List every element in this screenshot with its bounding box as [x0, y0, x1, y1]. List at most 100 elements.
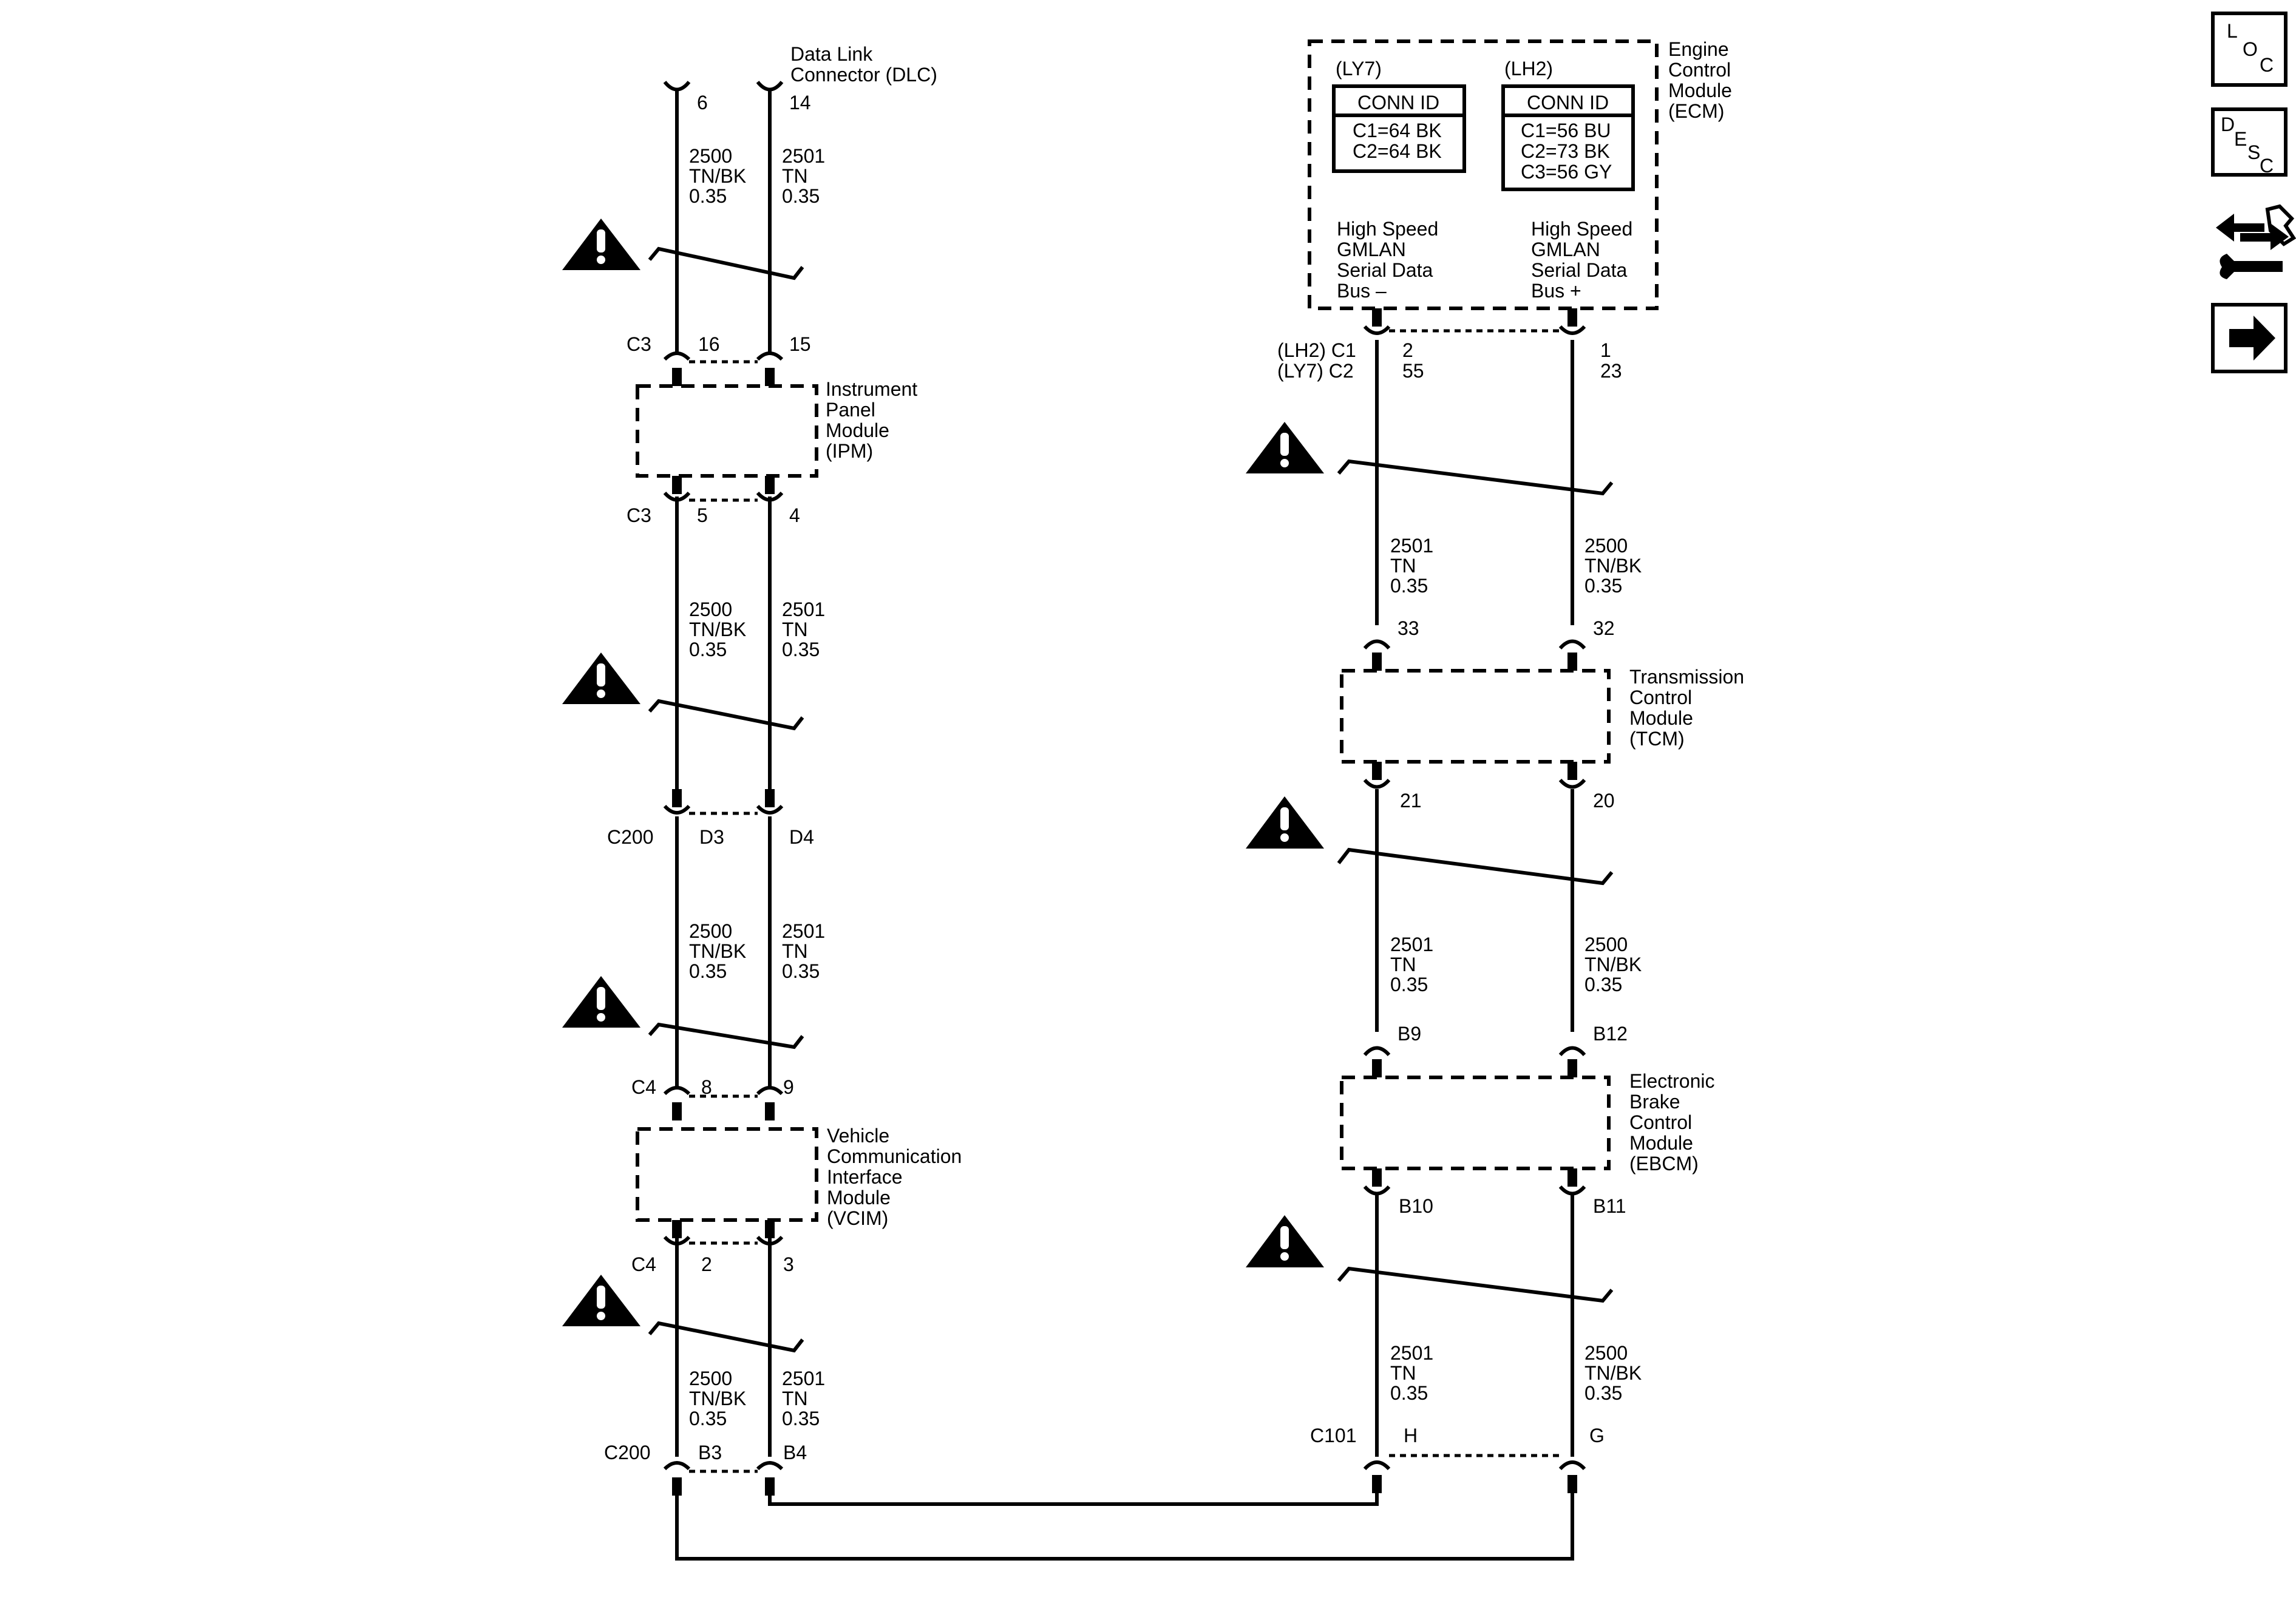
svg-text:C1=56 BU: C1=56 BU	[1521, 120, 1611, 141]
twisted-pair-marker	[648, 1022, 804, 1049]
svg-text:GMLAN: GMLAN	[1337, 239, 1406, 260]
twisted-pair-marker	[1337, 1266, 1614, 1303]
svg-text:C3: C3	[627, 333, 651, 355]
caution-icon	[562, 1275, 640, 1326]
svg-text:5: 5	[697, 504, 708, 526]
svg-text:4: 4	[789, 504, 800, 526]
svg-text:TN: TN	[1390, 555, 1416, 577]
svg-text:S: S	[2247, 141, 2260, 163]
svg-text:0.35: 0.35	[1390, 575, 1428, 597]
dlc-pin-6: 6	[697, 92, 708, 114]
connector-repair-icon[interactable]	[2216, 204, 2296, 279]
svg-text:TN: TN	[1390, 1362, 1416, 1384]
c200-bottom-connector: C200 B3 B4	[604, 1442, 807, 1496]
svg-text:2501: 2501	[1390, 535, 1433, 557]
svg-text:Communication: Communication	[827, 1145, 962, 1167]
svg-text:C200: C200	[604, 1442, 651, 1463]
svg-text:20: 20	[1593, 790, 1615, 812]
svg-text:High Speed: High Speed	[1531, 218, 1632, 240]
svg-text:Module: Module	[1629, 707, 1693, 729]
svg-text:0.35: 0.35	[689, 185, 727, 207]
svg-text:2500: 2500	[689, 145, 732, 167]
arrow-right-icon	[2229, 316, 2275, 361]
desc-button[interactable]: D E S C	[2211, 107, 2288, 177]
svg-text:TN: TN	[782, 165, 808, 187]
tcm-top-connector: 33 32	[1363, 617, 1615, 671]
svg-text:O: O	[2243, 38, 2258, 60]
svg-text:2500: 2500	[689, 1368, 732, 1389]
svg-text:B3: B3	[698, 1442, 722, 1463]
svg-text:(EBCM): (EBCM)	[1629, 1153, 1699, 1175]
svg-text:2: 2	[1402, 339, 1413, 361]
svg-text:(IPM): (IPM)	[826, 440, 873, 462]
svg-text:0.35: 0.35	[689, 639, 727, 660]
svg-text:Control: Control	[1629, 686, 1692, 708]
svg-text:Bus –: Bus –	[1337, 280, 1387, 302]
svg-text:B11: B11	[1593, 1195, 1626, 1217]
svg-text:(LY7): (LY7)	[1336, 58, 1382, 80]
svg-text:L: L	[2227, 20, 2238, 42]
ebcm-bottom-connector: B10 B11	[1363, 1168, 1626, 1217]
twisted-pair-marker	[1337, 847, 1614, 886]
svg-text:B4: B4	[783, 1442, 807, 1463]
vcim-top-connector: C4 8 9	[631, 1076, 794, 1120]
ebcm-top-connector: B9 B12	[1363, 1023, 1628, 1077]
svg-text:E: E	[2234, 128, 2247, 150]
svg-text:(LY7) C2: (LY7) C2	[1277, 360, 1354, 382]
dlc-name-line-2: Connector (DLC)	[790, 64, 937, 86]
dlc-pin-14: 14	[789, 92, 811, 114]
svg-text:(LH2): (LH2)	[1504, 58, 1553, 80]
left-wires	[675, 91, 1574, 1561]
svg-text:D4: D4	[789, 826, 814, 848]
svg-text:Brake: Brake	[1629, 1091, 1680, 1113]
svg-text:Module: Module	[1629, 1132, 1693, 1154]
ipm-top-connector: C3 16 15	[627, 333, 811, 386]
svg-text:C4: C4	[631, 1253, 656, 1275]
svg-text:32: 32	[1593, 617, 1615, 639]
svg-text:9: 9	[783, 1076, 794, 1098]
svg-text:0.35: 0.35	[782, 960, 820, 982]
svg-text:C101: C101	[1310, 1425, 1357, 1446]
svg-text:0.35: 0.35	[782, 185, 820, 207]
svg-text:Serial Data: Serial Data	[1337, 259, 1433, 281]
svg-text:TN/BK: TN/BK	[689, 1388, 746, 1409]
loc-button[interactable]: L O C	[2211, 12, 2288, 87]
svg-text:D: D	[2221, 114, 2235, 135]
svg-text:TN/BK: TN/BK	[1584, 954, 1642, 975]
dlc-name-line-1: Data Link	[790, 43, 873, 65]
svg-text:2500: 2500	[1584, 934, 1628, 955]
vcim-bottom-connector: C4 2 3	[631, 1220, 794, 1275]
svg-text:1: 1	[1600, 339, 1611, 361]
next-arrow-button[interactable]	[2211, 303, 2288, 373]
twisted-pair-marker	[648, 699, 804, 731]
caution-icon	[562, 219, 640, 270]
svg-text:23: 23	[1600, 360, 1622, 382]
c200-top-connector: C200 D3 D4	[607, 789, 814, 848]
svg-text:CONN ID: CONN ID	[1357, 92, 1439, 114]
svg-text:B9: B9	[1398, 1023, 1421, 1045]
svg-text:TN/BK: TN/BK	[1584, 1362, 1642, 1384]
dlc-connector: 6 14 Data Link Connector (DLC)	[663, 43, 937, 114]
caution-icon	[1246, 796, 1324, 849]
svg-text:Serial Data: Serial Data	[1531, 259, 1628, 281]
svg-text:2500: 2500	[1584, 535, 1628, 557]
svg-text:2501: 2501	[782, 1368, 825, 1389]
svg-text:(ECM): (ECM)	[1668, 100, 1724, 122]
svg-text:2500: 2500	[689, 598, 732, 620]
svg-text:Module: Module	[826, 419, 889, 441]
svg-text:Engine: Engine	[1668, 38, 1729, 60]
svg-text:Control: Control	[1668, 59, 1731, 81]
twisted-pair-marker	[648, 246, 804, 280]
svg-text:0.35: 0.35	[689, 960, 727, 982]
ecm-lh2-conn-id-table: (LH2) CONN ID C1=56 BU C2=73 BK C3=56 GY	[1501, 58, 1635, 191]
svg-text:2500: 2500	[689, 920, 732, 942]
svg-text:TN: TN	[782, 619, 808, 640]
